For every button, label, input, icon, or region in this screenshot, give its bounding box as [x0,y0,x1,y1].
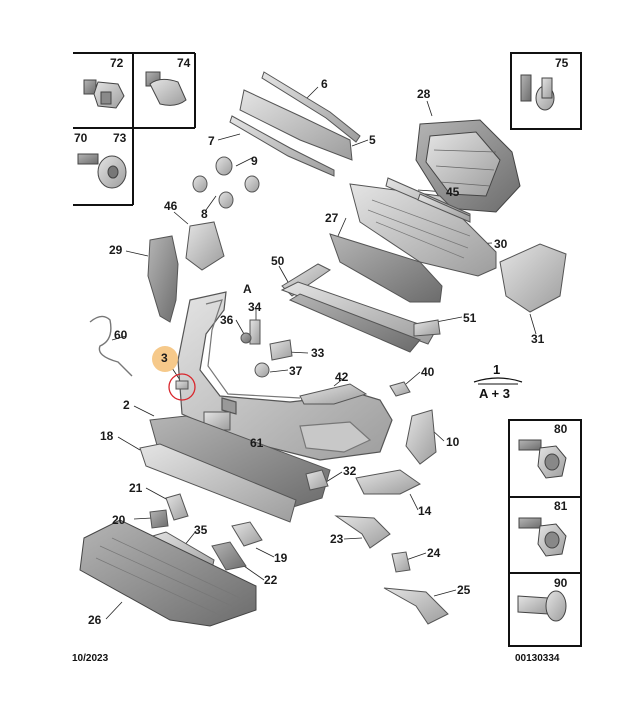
clip-40 [389,381,411,397]
callout-9: 9 [251,154,258,168]
callout-50: 50 [271,254,285,268]
lower-grille-18 [139,415,331,523]
emblem-9 [215,156,260,193]
bracket-22 [211,541,247,571]
callout-23: 23 [330,532,344,546]
trim-strip-5 [239,89,353,161]
legend-formula: A + 3 [479,386,510,401]
callout-33: 33 [311,346,325,360]
callout-29: 29 [109,243,123,257]
callout-5: 5 [369,133,376,147]
duct-46 [185,221,225,271]
callout-31: 31 [531,332,545,346]
footer-code: 00130334 [515,653,560,664]
callout-7: 7 [208,134,215,148]
screw-72 [83,79,125,109]
trim-42 [299,383,368,405]
callout-19: 19 [274,551,288,565]
sensor-36 [240,332,252,344]
sensor-37 [254,362,270,378]
callout-20: 20 [112,513,126,527]
bolt-80 [518,439,567,479]
highlight-marker-part-3 [152,346,178,372]
sensor-33 [269,339,293,361]
screw-73 [77,153,127,189]
bracket-31 [499,243,567,313]
bracket-19 [231,521,263,547]
trim-strip-6 [261,71,361,143]
leader-lines [105,86,537,620]
callout-42: 42 [335,370,349,384]
rivet-90 [517,590,567,622]
bracket-21 [165,493,189,521]
bracket-20 [149,509,169,529]
engine-undertray-26 [79,519,257,627]
callout-2: 2 [123,398,130,412]
trim-23 [334,515,391,549]
callout-90: 90 [554,576,568,590]
callout-81: 81 [554,499,568,513]
callout-27: 27 [325,211,339,225]
callout-46: 46 [164,199,178,213]
fastener-box-72-74-70-73 [73,52,196,206]
callout-24: 24 [427,546,441,560]
clip-24 [391,551,411,573]
callout-32: 32 [343,464,357,478]
callout-A: A [243,282,252,296]
fastener-box-80-81-90 [508,419,582,647]
bolt-81 [518,517,567,557]
bracket-34 [249,319,261,345]
callout-30: 30 [494,237,508,251]
emblem-8 [192,175,234,209]
callout-73: 73 [113,131,127,145]
screw-3 [175,380,189,390]
callout-70: 70 [74,131,88,145]
clip-32 [305,469,329,491]
callout-28: 28 [417,87,431,101]
callout-14: 14 [418,504,432,518]
callout-74: 74 [177,56,191,70]
callout-72: 72 [110,56,124,70]
lower-grille-27 [329,233,443,303]
fastener-box-75 [510,52,582,130]
callout-21: 21 [129,481,143,495]
callout-22: 22 [264,573,278,587]
harness-60 [89,315,133,377]
callout-37: 37 [289,364,303,378]
callout-26: 26 [88,613,102,627]
trim-25 [383,587,449,625]
callout-75: 75 [555,56,569,70]
grille-carrier-28 [415,119,521,213]
callout-8: 8 [201,207,208,221]
callout-3: 3 [161,351,168,365]
side-trim-10 [405,409,437,465]
callout-18: 18 [100,429,114,443]
highlight-circle-part-3 [168,373,196,401]
callout-25: 25 [457,583,471,597]
callout-51: 51 [463,311,477,325]
callout-60: 60 [114,328,128,342]
callout-36: 36 [220,313,234,327]
legend-arrow [473,377,523,383]
grille-strip-45 [385,177,471,223]
callout-34: 34 [248,300,262,314]
callout-40: 40 [421,365,435,379]
callout-10: 10 [446,435,460,449]
air-deflector-29 [147,235,179,323]
callout-80: 80 [554,422,568,436]
callout-35: 35 [194,523,208,537]
trim-strip-7 [229,115,335,177]
bumper-beam-51 [280,281,441,353]
callout-45: 45 [446,185,460,199]
callout-6: 6 [321,77,328,91]
legend-number: 1 [493,362,501,377]
footer-date: 10/2023 [72,653,109,664]
callout-61: 61 [250,436,264,450]
trim-14 [355,469,421,495]
clip-74 [145,71,187,106]
